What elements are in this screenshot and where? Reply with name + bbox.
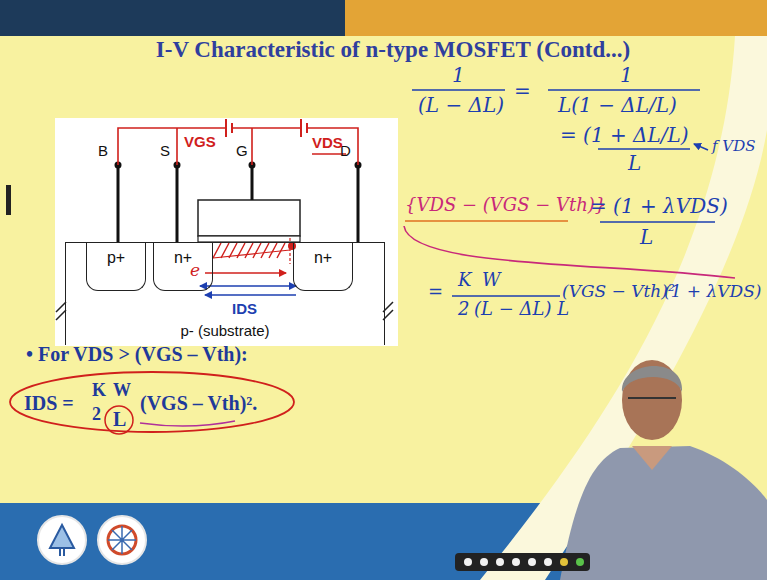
toolbar-icon bbox=[496, 558, 504, 566]
toolbar-icon bbox=[512, 558, 520, 566]
terminal-wire bbox=[118, 165, 358, 242]
handwritten-math: = bbox=[428, 282, 443, 303]
p-plus-well: p+ bbox=[86, 243, 146, 291]
handwritten-math: 1 bbox=[452, 64, 465, 87]
substrate-region: p- (substrate) p+ n+ n+ bbox=[65, 242, 385, 345]
presenter-head bbox=[622, 360, 682, 440]
presenter-body bbox=[560, 446, 767, 580]
equation-term: L bbox=[113, 408, 126, 431]
channel-taper bbox=[213, 250, 290, 258]
pointer-arrow bbox=[694, 144, 708, 150]
handwritten-math: 2 bbox=[458, 299, 469, 320]
handwritten-math: = (1 + ΔL/L) bbox=[560, 124, 689, 147]
presenter-neck bbox=[632, 446, 672, 470]
handwritten-math: (VGS − Vth)² bbox=[562, 282, 675, 302]
terminal-label: S bbox=[160, 142, 170, 159]
handwritten-math: 1 bbox=[620, 64, 633, 87]
current-arrow bbox=[200, 285, 296, 287]
pinch-off-point bbox=[288, 242, 296, 250]
handwritten-note: f VDS bbox=[712, 138, 755, 155]
handwritten-math: {VDS − (VGS − Vth)} bbox=[405, 195, 606, 216]
handwritten-math: = (1 + λVDS) bbox=[590, 195, 728, 218]
handwritten-math: L bbox=[640, 226, 653, 249]
program-logo-mark bbox=[108, 526, 136, 554]
highlight-circle bbox=[105, 406, 133, 434]
header-bar bbox=[0, 0, 345, 36]
battery-symbol bbox=[226, 119, 307, 137]
underline-mark bbox=[140, 421, 235, 426]
toolbar-icon bbox=[464, 558, 472, 566]
equation-term: IDS = bbox=[24, 392, 74, 415]
break-mark bbox=[56, 302, 393, 320]
equation-term: (VGS – Vth)². bbox=[140, 392, 257, 415]
header-bar bbox=[345, 0, 767, 36]
pen-toolbar bbox=[455, 553, 590, 571]
substitution-curve bbox=[404, 226, 735, 278]
institute-logo-mark bbox=[50, 525, 74, 556]
region-label: n+ bbox=[314, 249, 332, 267]
toolbar-icon bbox=[576, 558, 584, 566]
highlight-ellipse bbox=[10, 372, 294, 432]
region-label: p+ bbox=[107, 249, 125, 267]
current-label: IDS bbox=[232, 300, 257, 317]
toolbar-icon bbox=[560, 558, 568, 566]
program-logo bbox=[98, 516, 146, 564]
underline-mark bbox=[405, 220, 568, 222]
handwritten-math: L(1 − ΔL/L) bbox=[558, 94, 677, 117]
slide-title: I-V Characteristic of n-type MOSFET (Con… bbox=[156, 37, 630, 63]
toolbar-icon bbox=[480, 558, 488, 566]
electron-arrow bbox=[205, 272, 286, 274]
handwritten-math: (L − ΔL) bbox=[418, 94, 504, 117]
presenter-glasses bbox=[628, 397, 676, 399]
region-label: n+ bbox=[174, 249, 192, 267]
terminal-label: B bbox=[98, 142, 108, 159]
voltage-label: VGS bbox=[184, 133, 216, 150]
figure-panel bbox=[55, 118, 398, 346]
program-logo-mark bbox=[108, 526, 136, 554]
handwritten-math: (L − ΔL) L bbox=[474, 299, 569, 320]
handwritten-math: W bbox=[482, 270, 501, 291]
terminal-label: G bbox=[236, 142, 248, 159]
equation-term: W bbox=[113, 380, 131, 401]
channel-hatch bbox=[213, 243, 285, 258]
equation-term: 2 bbox=[92, 404, 101, 425]
handwritten-math: K bbox=[458, 270, 471, 291]
voltage-label: VDS bbox=[312, 134, 343, 151]
presenter-hair bbox=[622, 366, 682, 392]
margin-mark bbox=[6, 185, 11, 215]
bias-wire bbox=[118, 128, 358, 165]
handwritten-math: L bbox=[628, 152, 641, 175]
gate-electrode bbox=[198, 200, 300, 236]
drain-region: n+ bbox=[293, 243, 353, 291]
current-arrow bbox=[205, 294, 296, 296]
toolbar-icon bbox=[528, 558, 536, 566]
source-region: n+ bbox=[153, 243, 213, 291]
handwritten-math: = bbox=[514, 80, 531, 103]
region-label: p- (substrate) bbox=[180, 322, 269, 339]
toolbar-icon bbox=[544, 558, 552, 566]
condition-text: • For VDS > (VGS – Vth): bbox=[26, 343, 248, 366]
equation-term: K bbox=[92, 380, 106, 401]
carrier-label: e bbox=[190, 261, 200, 281]
institute-logo bbox=[38, 516, 86, 564]
handwritten-math: (1 + λVDS) bbox=[664, 282, 761, 302]
